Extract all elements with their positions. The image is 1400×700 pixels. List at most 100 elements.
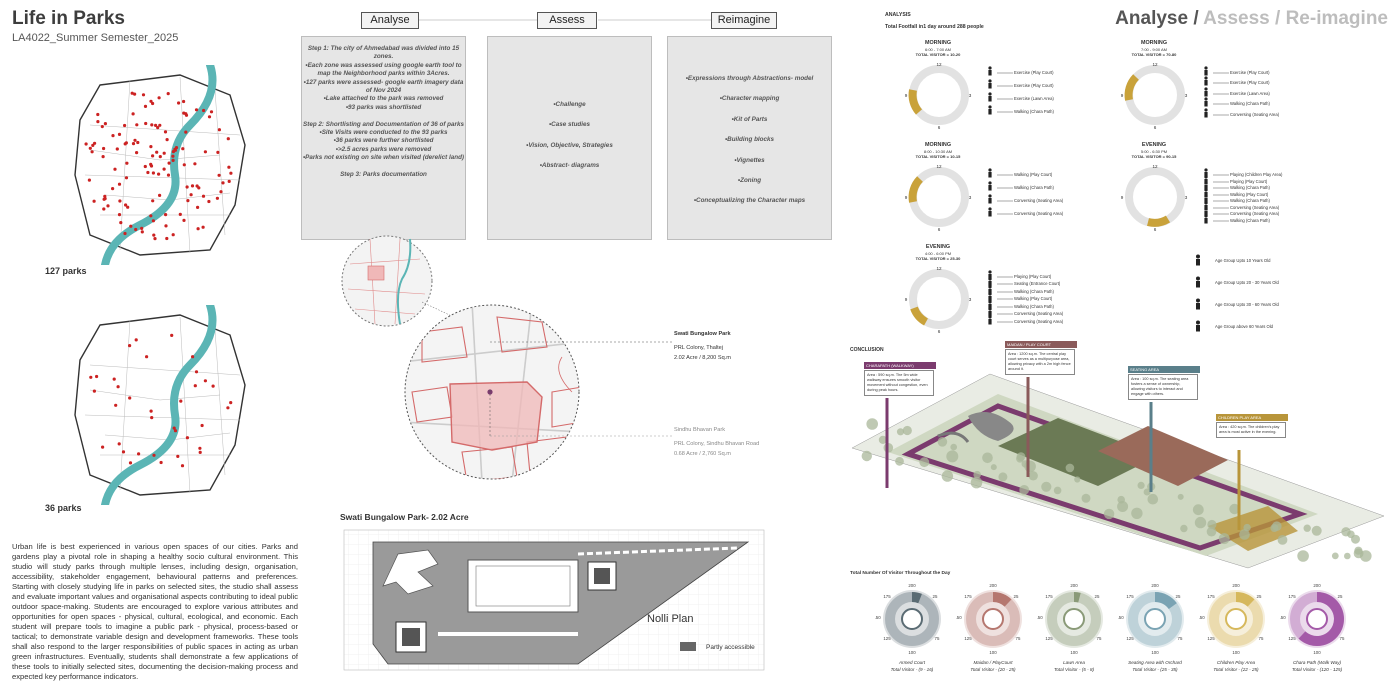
session-visitors: TOTAL VISITOR = 10-20 (915, 52, 961, 57)
park2-location: PRL Colony, Sindhu Bhavan Road (674, 441, 760, 447)
park-dot (101, 155, 105, 159)
ring-scale-label: 25 (1338, 594, 1343, 599)
session-activity: Walking (Chara Path) (1230, 185, 1270, 190)
park-dot (131, 112, 135, 116)
tree (937, 437, 948, 447)
park-dot (185, 436, 189, 440)
page-subtitle: LA4022_Summer Semester_2025 (12, 32, 179, 44)
session-activity: Conversing (Seating Area) (1230, 204, 1280, 210)
clock-tick-left: 9 (1121, 195, 1124, 200)
session-activity: Conversing (Seating Area) (1014, 211, 1064, 216)
tree (1131, 507, 1143, 519)
park-dot (111, 134, 115, 138)
park-dot (227, 165, 231, 169)
session-activity: Walking (Chara Path) (1230, 198, 1270, 203)
tree (1053, 486, 1062, 495)
park-dot (201, 225, 205, 229)
heading-analyse: Analyse / (1115, 8, 1199, 29)
nolli-legend: Partly accessible (706, 644, 755, 651)
park-dot (128, 396, 132, 400)
tree (1074, 476, 1081, 483)
footfall-text: Total Footfall in1 day around 288 people (885, 24, 984, 30)
park-dot (101, 445, 105, 449)
ring-scale-label: 100 (1232, 650, 1240, 655)
clock-tick-right: 3 (1185, 93, 1188, 98)
park-dot (124, 141, 128, 145)
park-dot (126, 205, 130, 209)
age-person-icon (1196, 320, 1200, 332)
ring-scale-label: 125 (1126, 636, 1134, 641)
park-dot (182, 111, 186, 115)
analyse-line: •127 parks were assessed- google earth i… (303, 78, 464, 95)
park2-name: Sindhu Bhavan Park (674, 427, 725, 433)
ring-scale-label: 175 (964, 594, 972, 599)
visitor-arc (1235, 592, 1255, 607)
activity-leader (997, 85, 1013, 87)
park-dot (134, 227, 138, 232)
activity-leader (1213, 207, 1229, 208)
clock-tick-right: 3 (1185, 195, 1188, 200)
park-dot (151, 171, 155, 175)
park-dot (96, 112, 100, 117)
tree (990, 464, 997, 471)
ring-name: Maidan / PlayCourt (973, 660, 1013, 665)
tree (1297, 550, 1309, 562)
analyse-line: •>2.5 acres parks were removed (335, 145, 432, 153)
tree (1303, 524, 1311, 532)
tree (878, 435, 887, 444)
ring-scale-label: 100 (1151, 650, 1159, 655)
tree (1341, 527, 1351, 537)
ring-total: Total Visitor - (25 - 35) (1132, 667, 1178, 672)
clock-tick-top: 12 (936, 164, 942, 169)
callout-stem (1026, 377, 1030, 477)
session-activity: Walking (Chara Path) (1230, 101, 1270, 107)
park-dot (103, 194, 107, 198)
park-dot (171, 233, 175, 237)
reimagine-panel: •Expressions through Abstractions- model… (667, 36, 832, 240)
ring-scale-label: 100 (1070, 650, 1078, 655)
ring-scale-label: 100 (908, 650, 916, 655)
clock-tick-left: 9 (1121, 93, 1124, 98)
park-dot (100, 125, 104, 129)
ring-scale-label: 150 (1118, 615, 1124, 620)
ring-scale-label: 125 (964, 636, 972, 641)
ring-scale-label: 175 (1288, 594, 1296, 599)
tree (1207, 519, 1217, 530)
person-icon (1204, 174, 1208, 184)
callout-header: SEATING AREA (1128, 366, 1200, 373)
tree (1331, 552, 1339, 560)
activity-leader (1213, 72, 1229, 74)
park-dot (166, 173, 171, 177)
park-dot (171, 158, 175, 162)
age-person-icon (1196, 298, 1200, 310)
page-title: Life in Parks (12, 8, 125, 29)
park-dot (164, 213, 168, 217)
park-dot (157, 96, 161, 100)
park-dot (128, 461, 133, 465)
tree (1277, 535, 1288, 545)
ring-scale-label: 25 (1014, 594, 1019, 599)
ring-total: Total Visitor - (22 - 25) (1213, 667, 1259, 672)
city-map-36-parks (74, 305, 246, 505)
activity-leader (1213, 213, 1229, 215)
ring-scale-label: 75 (1178, 636, 1183, 641)
activity-leader (1213, 181, 1229, 182)
ring-scale-label: 200 (1070, 583, 1078, 588)
park-dot (131, 142, 136, 146)
clock-tick-top: 12 (936, 62, 942, 67)
age-group-label: Age Group above 60 Years Old (1215, 324, 1273, 329)
tree (861, 450, 872, 462)
park-dot (93, 141, 97, 145)
tree (1218, 533, 1230, 545)
park-dot (152, 233, 156, 237)
ring-name: Lawn Area (1063, 660, 1085, 665)
activity-leader (1213, 200, 1229, 202)
ring-scale-label: 100 (989, 650, 997, 655)
tree (946, 450, 959, 463)
tree (1192, 504, 1204, 516)
visitor-arc (1298, 592, 1344, 646)
park-dot (198, 446, 202, 450)
session-activity: Exercise (Play Court) (1230, 80, 1270, 86)
